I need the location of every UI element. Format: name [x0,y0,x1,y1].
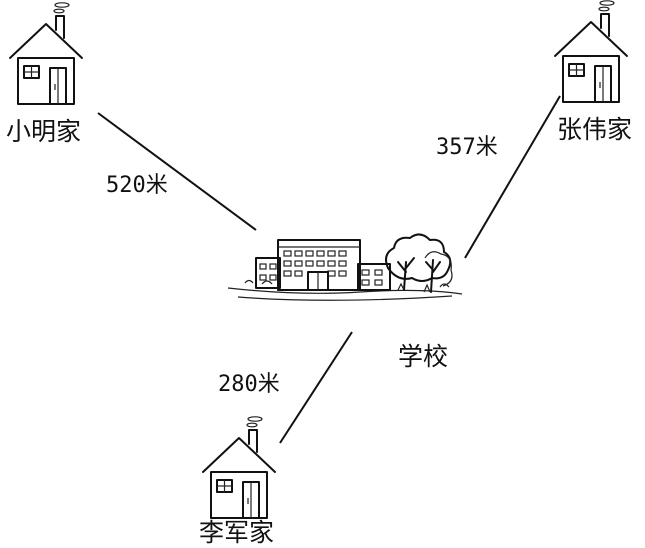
school-building-icon [227,233,463,301]
school-label: 学校 [398,342,448,371]
home-label-xiaoming: 小明家 [6,117,81,146]
distance-label-zhangwei: 357米 [436,135,498,160]
route-line-zhangwei [464,95,561,259]
house-icon-xiaoming [9,1,83,105]
route-line-lijun [279,331,353,444]
distance-label-xiaoming: 520米 [106,173,168,198]
home-label-lijun: 李军家 [199,518,274,547]
home-label-zhangwei: 张伟家 [557,115,632,144]
route-line-xiaoming [97,112,257,231]
distance-label-lijun: 280米 [218,372,280,397]
house-icon-zhangwei [554,0,628,103]
house-icon-lijun [202,415,276,519]
